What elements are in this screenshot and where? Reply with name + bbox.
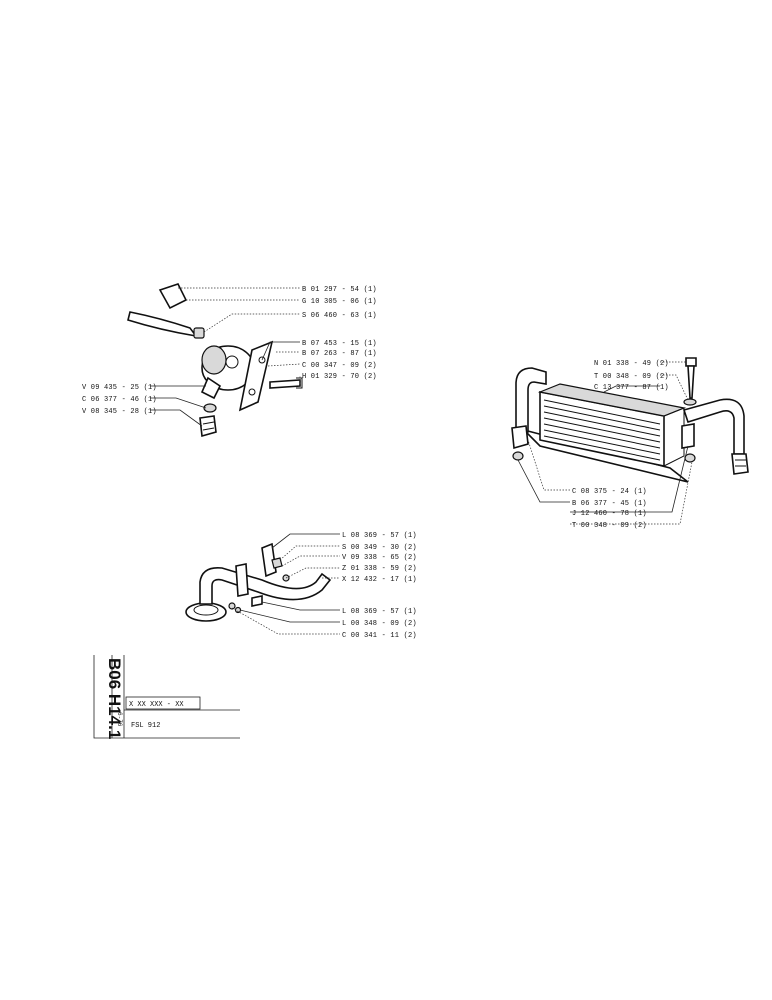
cooler-left-washer	[512, 451, 524, 461]
st-label-1: L 08 369 - 57 (1)	[342, 532, 417, 540]
pump-gear	[201, 345, 227, 375]
cooler-bolt	[685, 357, 697, 367]
cooler-left-fitting	[511, 425, 529, 450]
st-label-5: X 12 432 - 17 (1)	[342, 576, 417, 584]
st-label-2: S 00 349 - 30 (2)	[342, 544, 417, 552]
cooler-fins	[543, 399, 661, 461]
fp-label-9: C 06 377 - 46 (1)	[82, 396, 157, 404]
oc-label-2: T 00 348 - 09 (2)	[594, 373, 669, 381]
strainer-bracket	[235, 563, 249, 597]
st-label-4: Z 01 338 - 59 (2)	[342, 565, 417, 573]
oil-cooler-assembly	[511, 357, 749, 483]
fp-label-6: C 00 347 - 09 (2)	[302, 362, 377, 370]
hose-clamp	[193, 327, 205, 339]
cooler-leaders	[517, 361, 693, 525]
strainer-bell	[185, 602, 227, 622]
fp-label-8: V 09 435 - 25 (1)	[82, 384, 157, 392]
oc-label-4: C 08 375 - 24 (1)	[572, 488, 647, 496]
cooler-left-pipe	[515, 367, 547, 433]
fp-label-2: G 10 305 - 06 (1)	[302, 298, 377, 306]
oc-label-5: B 06 377 - 45 (1)	[572, 500, 647, 508]
fp-label-1: B 01 297 - 54 (1)	[302, 286, 377, 294]
fp-label-3: S 06 460 - 63 (1)	[302, 312, 377, 320]
fuel-hose	[127, 311, 198, 338]
st-label-8: C 00 341 - 11 (2)	[342, 632, 417, 640]
upper-bracket	[261, 542, 277, 578]
st-label-6: L 08 369 - 57 (1)	[342, 608, 417, 616]
fp-label-4: B 07 453 - 15 (1)	[302, 340, 377, 348]
oc-label-6: J 12 460 - 78 (1)	[572, 510, 647, 518]
section-code: B06 H14.1	[105, 658, 124, 739]
fitting	[251, 595, 263, 607]
part-number-box	[125, 696, 201, 710]
date-code: 6-76	[116, 712, 123, 727]
st-label-3: V 09 338 - 65 (2)	[342, 554, 417, 562]
suction-pipe	[199, 566, 332, 605]
strainer-leaders	[231, 533, 340, 635]
oc-label-1: N 01 338 - 49 (2)	[594, 360, 669, 368]
washer	[203, 403, 217, 413]
title-block: B06 H14.1 6-76 X XX XXX - XX FSL 912	[93, 655, 240, 739]
fuel-pump-leaders	[150, 287, 301, 427]
cooler-right-mount	[681, 423, 695, 449]
union-fitting	[199, 415, 217, 438]
fp-label-7: H 01 329 - 70 (2)	[302, 373, 377, 381]
st-label-7: L 00 348 - 09 (2)	[342, 620, 417, 628]
stud	[269, 379, 301, 389]
pump-bracket	[158, 283, 188, 310]
oc-label-3: C 13 377 - 87 (1)	[594, 384, 669, 392]
part-number: X XX XXX - XX	[129, 701, 184, 709]
cooler-bolt-washer	[683, 398, 697, 406]
fuel-pump-assembly	[127, 283, 303, 438]
cooler-pipe-nut	[731, 453, 749, 475]
model-name: FSL 912	[131, 722, 160, 730]
gasket-plate	[238, 340, 274, 412]
pump-outlet	[200, 376, 222, 400]
fp-label-5: B 07 263 - 87 (1)	[302, 350, 377, 358]
oc-label-7: T 00 348 - 09 (2)	[572, 522, 647, 530]
strainer-assembly	[185, 542, 332, 622]
fp-label-10: V 08 345 - 28 (1)	[82, 408, 157, 416]
